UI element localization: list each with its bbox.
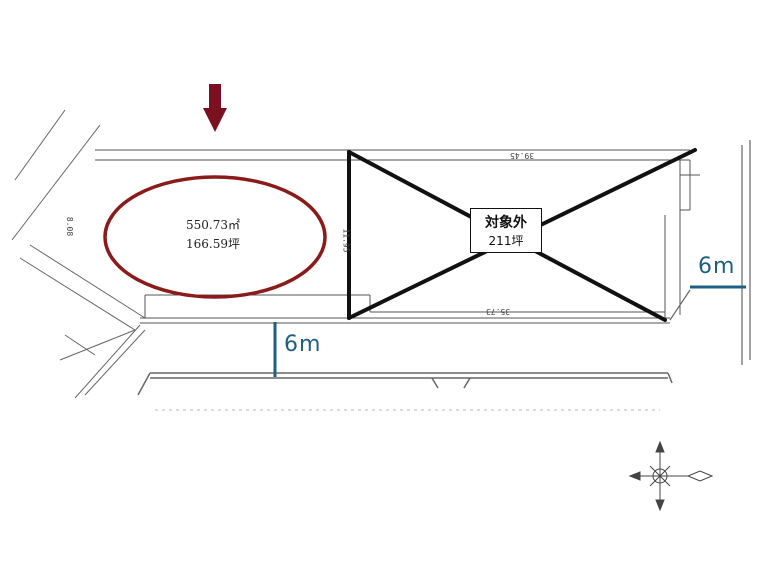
south-road-width-label: 6m	[284, 332, 322, 357]
dimension-top: 39.45	[510, 151, 535, 160]
south-road	[137, 372, 673, 396]
subject-area-outline	[103, 175, 327, 299]
subject-area-m2: 550.73㎡	[186, 218, 240, 232]
dimension-left-edge: 11.95	[341, 228, 351, 253]
excluded-area-label: 対象外 211坪	[470, 208, 542, 253]
excluded-area-tsubo: 211坪	[488, 234, 524, 248]
compass-rose-icon	[628, 440, 714, 512]
east-road	[669, 140, 751, 365]
dimension-left-a: 8.08	[65, 216, 75, 237]
dimension-bottom: 35.73	[486, 307, 511, 316]
parcel-boundary	[95, 149, 700, 324]
east-road-width-label: 6m	[698, 254, 736, 279]
west-boundary-lines	[11, 109, 146, 399]
subject-area-tsubo: 166.59坪	[186, 237, 240, 251]
excluded-area-title: 対象外	[485, 215, 527, 231]
arrow-down-icon	[203, 84, 227, 132]
